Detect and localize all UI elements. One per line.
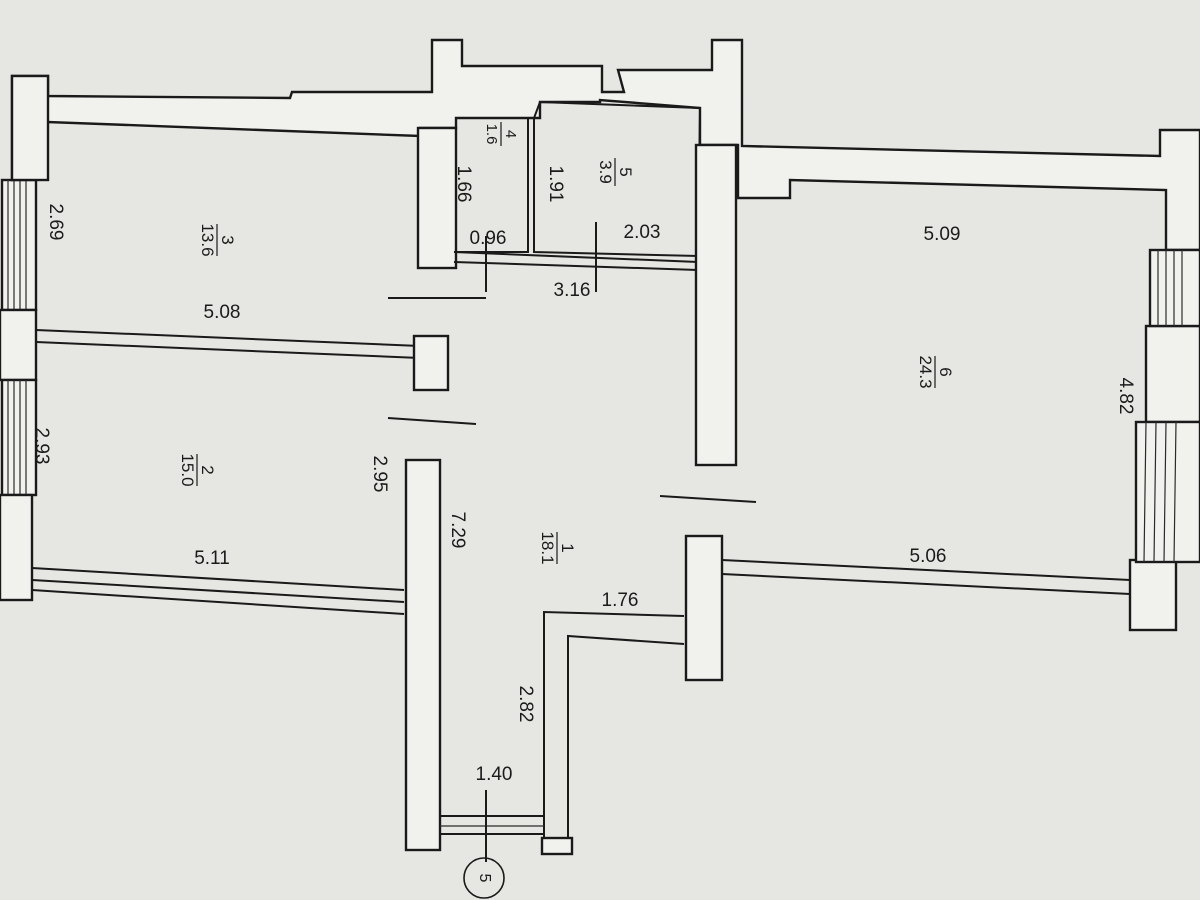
partition-3-2-bottom [35, 341, 421, 359]
wall-hall-room6-upper [694, 143, 738, 467]
room-3-label: 3 13.6 [198, 223, 237, 256]
room2-bottom-wall-c [31, 589, 405, 615]
partition-3-2-top [35, 329, 421, 347]
room-6-number: 6 [936, 367, 955, 376]
room-3-number: 3 [218, 235, 237, 244]
pier-hall-left [412, 334, 450, 392]
room-2-number: 2 [198, 465, 217, 474]
left-windows [0, 178, 38, 602]
window-room2 [0, 378, 38, 497]
dim-corridor-length: 2.82 [515, 686, 536, 723]
wet-rooms-bottom-b [453, 261, 699, 271]
pier-right [1144, 324, 1200, 424]
room6-bottom-wall-b [721, 573, 1131, 595]
room5-outline [533, 100, 702, 258]
wet-rooms-bottom-a [453, 251, 699, 263]
room-2-label: 2 15.0 [178, 453, 217, 486]
dim-room6-depth: 4.82 [1115, 378, 1136, 415]
dim-hall-width: 3.16 [554, 280, 591, 301]
dim-room4-depth: 1.66 [453, 166, 474, 203]
room-5-label: 5 3.9 [596, 158, 635, 186]
room2-bottom-wall-a [31, 567, 405, 591]
room-2-area: 15.0 [178, 453, 197, 486]
right-windows [1134, 248, 1200, 564]
wall-room3-hall [416, 126, 458, 270]
window-room3 [0, 178, 38, 312]
room4-outline [455, 117, 529, 253]
dim-room2-width: 5.11 [194, 548, 230, 569]
dim-room5-depth: 1.91 [545, 166, 566, 203]
room-1-area: 18.1 [538, 531, 557, 564]
room-3-area: 13.6 [198, 223, 217, 256]
room6-bottom-wall-a [721, 559, 1131, 581]
dim-room2-depth-inner: 2.95 [369, 456, 390, 493]
dim-room6-width-top: 5.09 [924, 224, 961, 245]
room-4-number: 4 [502, 130, 519, 138]
window-room6-lower [1134, 420, 1200, 564]
room-4-area: 1.6 [483, 124, 500, 145]
wall-room2-hall [404, 458, 442, 852]
entrance-marker-label: 5 [476, 874, 493, 883]
entrance-marker-circle [463, 857, 505, 899]
room-6-label: 6 24.3 [916, 355, 955, 388]
room-6-area: 24.3 [916, 355, 935, 388]
pier-left [0, 308, 38, 382]
dim-room5-width: 2.03 [624, 222, 661, 243]
pier-left-lower [0, 493, 34, 602]
pier-right-lower [1128, 558, 1178, 632]
dim-room3-width: 5.08 [204, 302, 241, 323]
dim-hall-length: 7.29 [447, 512, 468, 549]
dim-room4-width: 0.96 [470, 228, 507, 249]
pier-hall-right [684, 534, 724, 682]
door-marks [387, 222, 757, 862]
room-5-area: 3.9 [596, 160, 615, 184]
left-corner-pier [10, 74, 50, 182]
dim-room6-width-bottom: 5.06 [910, 546, 947, 567]
dim-room2-depth: 2.93 [31, 428, 52, 465]
room-1-label: 1 18.1 [538, 531, 577, 564]
hall-step-outer [543, 610, 685, 840]
entrance-threshold [439, 815, 545, 835]
dim-room3-depth: 2.69 [45, 204, 66, 241]
room-4-label: 4 1.6 [483, 122, 519, 146]
step-foot [540, 836, 574, 856]
room-5-number: 5 [616, 167, 635, 176]
hall-step-inner [567, 634, 685, 852]
room-1-number: 1 [558, 543, 577, 552]
dim-entrance-width: 1.40 [476, 764, 513, 785]
room2-bottom-wall-b [31, 579, 405, 603]
dim-hall-step: 1.76 [602, 590, 639, 611]
